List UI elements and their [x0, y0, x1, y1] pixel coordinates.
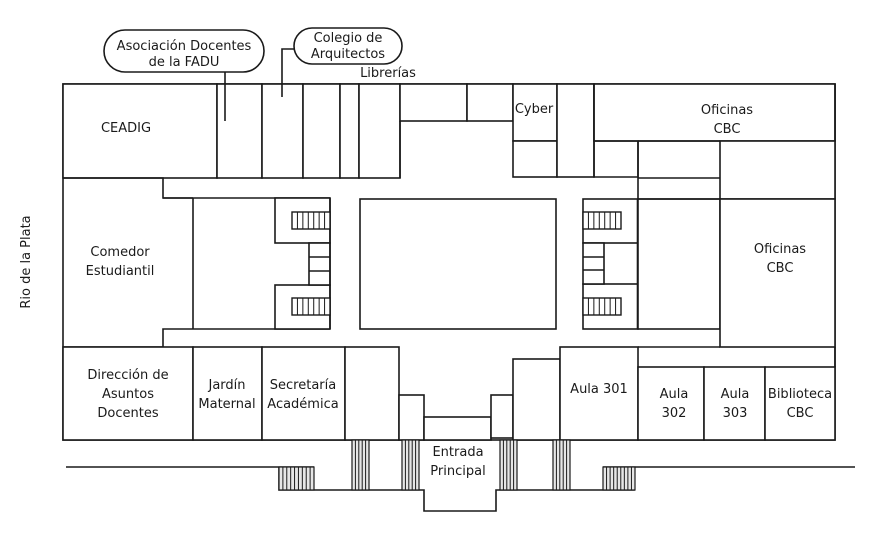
room-aula-303[interactable] [703, 366, 766, 441]
room-entry-left [398, 394, 425, 441]
room-libreria-2[interactable] [339, 83, 360, 179]
room-top-small-1[interactable] [399, 83, 468, 122]
label-comedor-1: Comedor [90, 245, 150, 260]
stair-outline [291, 297, 331, 316]
wall [593, 141, 639, 178]
room-right-middle[interactable] [637, 198, 721, 330]
label-oficinas-right-2: CBC [767, 261, 794, 276]
label-aula-302-1: Aula [660, 387, 689, 402]
step-group [401, 439, 420, 491]
room-top-narrow[interactable] [556, 83, 595, 178]
room-entry-right [490, 394, 514, 439]
label-secretaria-2: Académica [267, 397, 338, 412]
room-bottom-small[interactable] [344, 346, 400, 441]
room-aula-301[interactable] [559, 346, 639, 441]
stairs-icon-right-bottom [582, 297, 622, 316]
stairs-icon-left-bottom [291, 297, 331, 316]
wall [63, 328, 330, 348]
callout-pointer [281, 48, 294, 97]
room-secretaria-academica[interactable] [261, 346, 346, 441]
label-jardin-1: Jardín [207, 378, 245, 393]
stair-outline [582, 211, 622, 230]
wall [63, 177, 193, 199]
label-biblioteca-1: Biblioteca [768, 387, 832, 402]
room-cyber-annex[interactable] [512, 140, 558, 178]
callout-asociacion-docentes [103, 29, 265, 73]
stair-outline [582, 297, 622, 316]
step-group [351, 439, 370, 491]
label-aula-303-2: 303 [723, 406, 748, 421]
room-libreria-1[interactable] [302, 83, 341, 179]
stair-landing-left [308, 242, 331, 286]
room-direccion-asuntos-docentes[interactable] [62, 346, 194, 441]
label-cyber: Cyber [515, 102, 554, 117]
room-oficinas-cbc-annex[interactable] [719, 140, 836, 200]
room-libreria-3[interactable] [358, 83, 401, 179]
label-aula-301: Aula 301 [570, 382, 628, 397]
room-fill [596, 86, 833, 140]
label-secretaria-1: Secretaría [270, 378, 336, 393]
central-courtyard [359, 198, 557, 330]
step-group [278, 466, 315, 491]
label-oficinas-right-1: Oficinas [754, 242, 806, 257]
step-group [602, 466, 636, 491]
label-rio-de-la-plata: Rio de la Plata [19, 215, 34, 308]
label-colegio-2: Arquitectos [311, 47, 385, 62]
label-oficinas-top-1: Oficinas [701, 103, 753, 118]
wall [594, 140, 639, 199]
room-jardin-maternal[interactable] [192, 346, 263, 441]
entrance-steps [278, 439, 636, 491]
room-oficinas-cbc-right[interactable] [719, 198, 836, 348]
label-asociacion-1: Asociación Docentes [117, 39, 252, 54]
label-comedor-2: Estudiantil [86, 264, 155, 279]
room-colegio-arquitectos[interactable] [261, 83, 304, 179]
label-jardin-2: Maternal [198, 397, 255, 412]
stair-outline [291, 211, 331, 230]
callout-colegio-arquitectos [293, 27, 403, 65]
label-direccion-1: Dirección de [87, 368, 168, 383]
label-ceadig: CEADIG [101, 121, 151, 136]
label-entrada-1: Entrada [432, 445, 483, 460]
stairs-icon-right-top [582, 211, 622, 230]
label-biblioteca-2: CBC [787, 406, 814, 421]
label-oficinas-top-2: CBC [714, 122, 741, 137]
room-aula-302[interactable] [637, 366, 705, 441]
label-direccion-3: Docentes [97, 406, 158, 421]
label-aula-303-1: Aula [721, 387, 750, 402]
step-group [552, 439, 571, 491]
label-entrada-2: Principal [430, 464, 485, 479]
label-direccion-2: Asuntos [102, 387, 154, 402]
room-bottom-mid[interactable] [512, 358, 561, 441]
room-asociacion-docentes[interactable] [216, 83, 263, 179]
label-colegio-1: Colegio de [314, 31, 383, 46]
entrance-hall [423, 416, 492, 441]
label-librerias: Librerías [360, 66, 416, 81]
label-aula-302-2: 302 [662, 406, 687, 421]
stair-landing-right [582, 242, 605, 285]
room-biblioteca-cbc[interactable] [764, 366, 836, 441]
step-group [499, 439, 518, 491]
label-asociacion-2: de la FADU [149, 55, 220, 70]
room-top-small-2[interactable] [466, 83, 514, 122]
stairs-icon-left-top [291, 211, 331, 230]
